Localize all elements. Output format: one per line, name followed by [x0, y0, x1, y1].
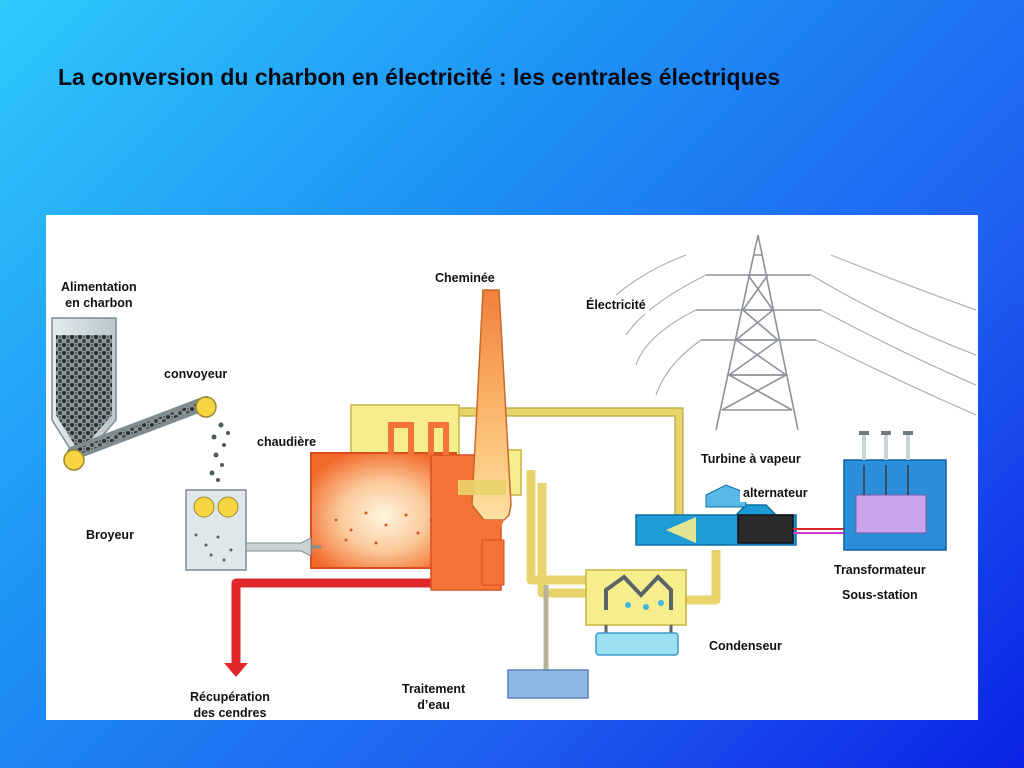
- power-lines: [615, 254, 977, 416]
- condenser: [585, 569, 687, 656]
- conveyor: [63, 396, 217, 471]
- pylon: [696, 234, 821, 431]
- label-turbine: Turbine à vapeur: [698, 450, 804, 468]
- label-sous-station: Sous-station: [839, 586, 921, 604]
- label-transformateur: Transformateur: [831, 561, 929, 579]
- label-electricite: Électricité: [583, 296, 649, 314]
- label-chaudiere: chaudière: [254, 433, 320, 451]
- label-alternateur: alternateur: [740, 484, 811, 502]
- transformer: [843, 431, 947, 551]
- label-convoyeur: convoyeur: [161, 365, 231, 383]
- label-recuperation: Récupération des cendres: [180, 688, 280, 720]
- coal-silo: [51, 317, 117, 456]
- label-broyeur: Broyeur: [83, 526, 137, 544]
- label-cheminee: Cheminée: [432, 269, 498, 287]
- power-plant-diagram: Alimentation en charbon convoyeur chaudi…: [46, 215, 978, 720]
- label-condenseur: Condenseur: [706, 637, 785, 655]
- diagram-illustration: [51, 234, 977, 699]
- ash-pipe: [231, 578, 456, 665]
- falling-coal: [209, 422, 230, 482]
- ash-arrow: [224, 663, 248, 677]
- page-title: La conversion du charbon en électricité …: [58, 64, 781, 90]
- label-alimentation: Alimentation en charbon: [58, 278, 140, 312]
- crusher: [185, 489, 321, 571]
- chimney: [458, 289, 512, 586]
- alternator: [737, 514, 846, 544]
- water-treatment: [507, 585, 589, 699]
- steam-pipes: [456, 407, 721, 605]
- label-traitement: Traitement d’eau: [399, 680, 469, 714]
